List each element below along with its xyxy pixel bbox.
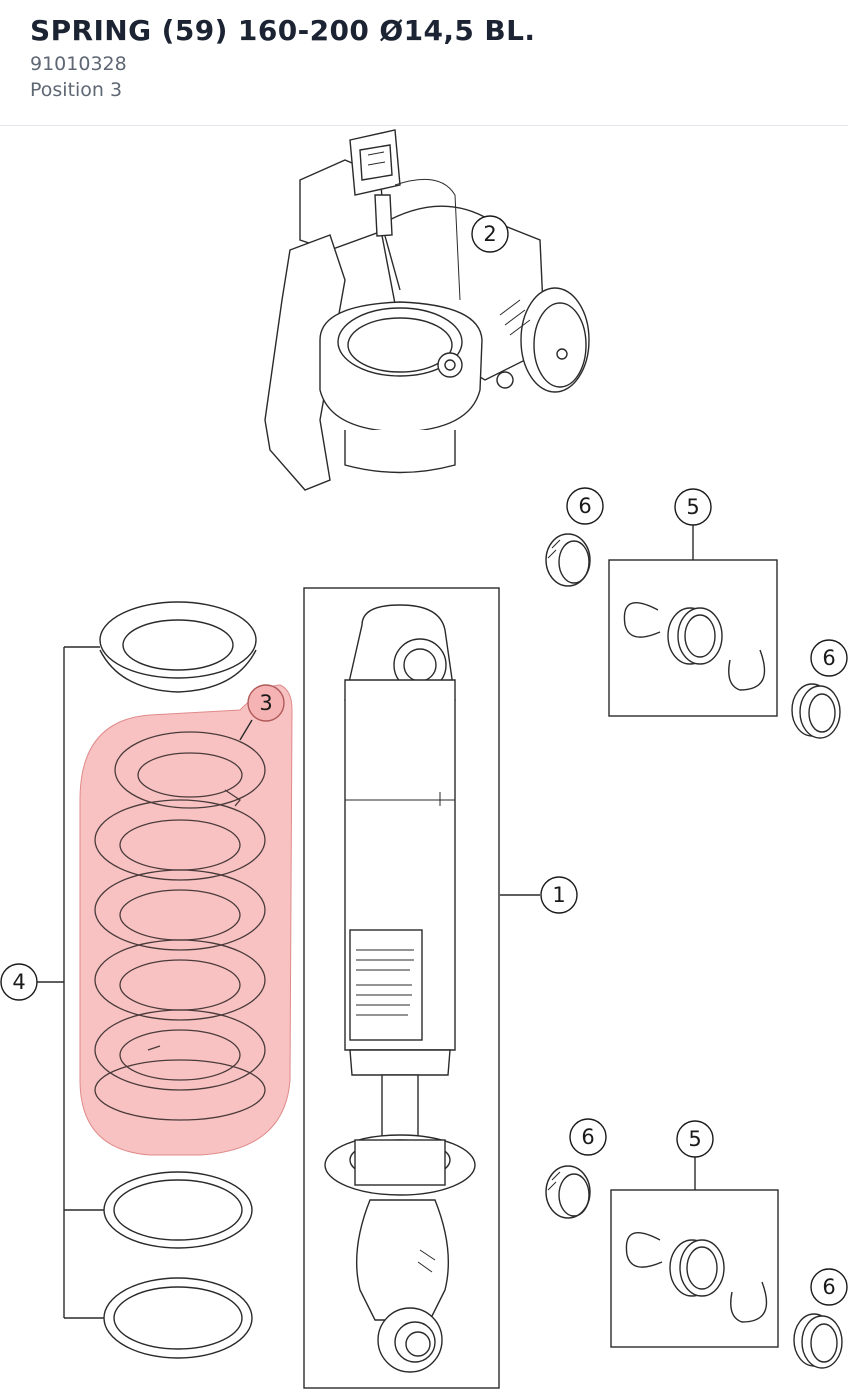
lower-retainers-drawing [103, 1171, 253, 1359]
svg-text:4: 4 [12, 970, 25, 994]
callout-3[interactable]: 3 [247, 684, 285, 722]
svg-text:6: 6 [822, 646, 835, 670]
bearing-kit-upper-drawing [608, 559, 778, 717]
page-title: SPRING (59) 160-200 Ø14,5 BL. [30, 14, 536, 47]
seal-lower-right-drawing [793, 1313, 843, 1369]
part-number: 91010328 [30, 53, 127, 75]
position-label: Position 3 [30, 79, 123, 101]
spring-drawing [94, 731, 266, 1121]
callout-2[interactable]: 2 [471, 215, 509, 253]
reservoir-drawing [264, 129, 590, 491]
callout-6-lower-left[interactable]: 6 [569, 1118, 607, 1156]
svg-text:2: 2 [483, 222, 496, 246]
svg-text:6: 6 [578, 494, 591, 518]
callout-4[interactable]: 4 [0, 963, 38, 1001]
callout-5-upper[interactable]: 5 [674, 488, 712, 526]
leader-lines [37, 525, 696, 1319]
svg-text:5: 5 [688, 1127, 701, 1151]
callout-5-lower[interactable]: 5 [676, 1120, 714, 1158]
seal-upper-right-drawing [791, 683, 841, 739]
header: SPRING (59) 160-200 Ø14,5 BL. 91010328 P… [0, 0, 848, 126]
svg-text:1: 1 [552, 883, 565, 907]
callout-6-upper-left[interactable]: 6 [566, 487, 604, 525]
callout-1[interactable]: 1 [540, 876, 578, 914]
svg-text:3: 3 [259, 691, 272, 715]
upper-retainer-drawing [99, 601, 257, 693]
seal-lower-left-drawing [545, 1165, 591, 1219]
svg-text:6: 6 [581, 1125, 594, 1149]
spring-highlight [79, 684, 293, 1156]
svg-text:6: 6 [822, 1275, 835, 1299]
bearing-kit-lower-drawing [610, 1189, 779, 1348]
callout-6-lower-right[interactable]: 6 [810, 1268, 848, 1306]
svg-text:5: 5 [686, 495, 699, 519]
callout-6-upper-right[interactable]: 6 [810, 639, 848, 677]
seal-upper-left-drawing [545, 533, 591, 587]
shock-absorber-drawing [303, 587, 500, 1389]
